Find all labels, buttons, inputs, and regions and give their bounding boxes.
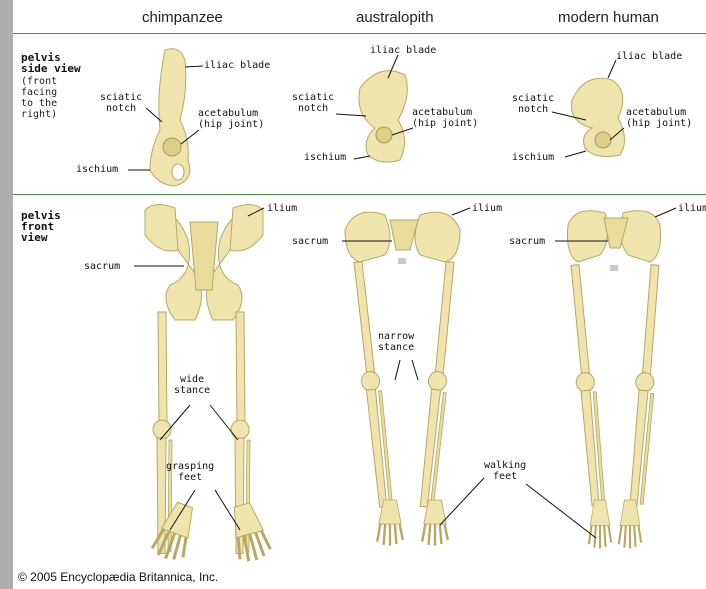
label-australopith-sacrum: sacrum — [292, 236, 328, 247]
label-human-ilium: ilium — [678, 203, 706, 214]
label-human-sacrum: sacrum — [509, 236, 545, 247]
label-chimp-ilium: ilium — [267, 203, 297, 214]
label-chimp-acetabulum: acetabulum(hip joint) — [198, 108, 264, 130]
label-chimp-ischium: ischium — [76, 164, 118, 175]
copyright-notice: © 2005 Encyclopædia Britannica, Inc. — [18, 570, 218, 584]
human-leg-right — [625, 264, 665, 506]
human-foot-left — [589, 500, 611, 548]
label-chimp-iliac-blade: iliac blade — [204, 60, 270, 71]
chimp-pelvis-front — [145, 204, 263, 320]
label-human-acetabulum: acetabulum(hip joint) — [626, 107, 692, 129]
row-title-pelvis-front-view: pelvis front view — [21, 210, 61, 243]
label-chimp-sacrum: sacrum — [84, 261, 120, 272]
human-foot-right — [619, 500, 641, 548]
australopith-pelvis-front — [345, 212, 460, 264]
label-australopith-iliac-blade: iliac blade — [370, 45, 436, 56]
label-australopith-ischium: ischium — [304, 152, 346, 163]
row-title-pelvis-side-view: pelvis side view — [21, 52, 81, 74]
row-subtitle-side-view: (front facing to the right) — [21, 76, 57, 120]
australopith-pelvis-side — [359, 71, 407, 162]
label-australopith-ilium: ilium — [472, 203, 502, 214]
chimp-foot-right — [227, 501, 273, 564]
human-leg-left — [566, 264, 606, 506]
human-pelvis-side — [571, 78, 624, 156]
label-australopith-acetabulum: acetabulum(hip joint) — [412, 107, 478, 129]
australopith-leg-right — [415, 261, 460, 508]
label-human-iliac-blade: iliac blade — [616, 51, 682, 62]
australopith-leg-left — [349, 261, 394, 508]
label-human-ischium: ischium — [512, 152, 554, 163]
